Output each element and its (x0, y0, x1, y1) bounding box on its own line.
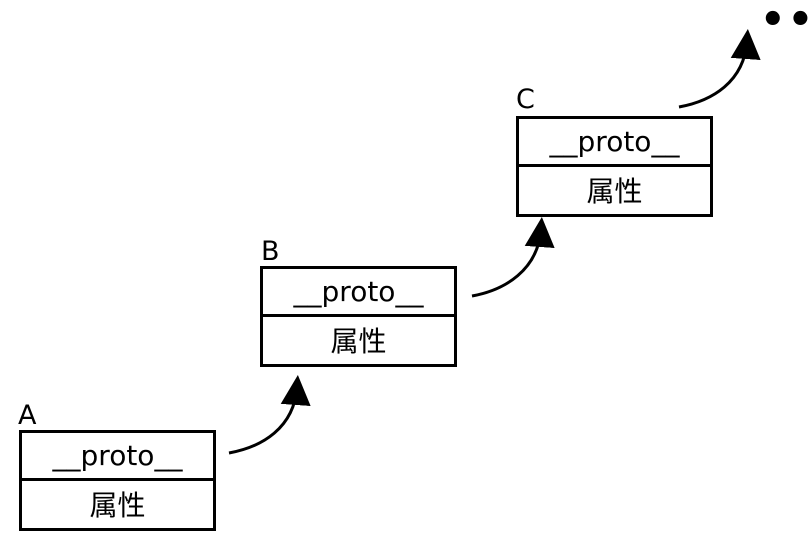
object-c-box: __proto__ 属性 (516, 116, 713, 217)
object-c-proto: __proto__ (519, 119, 710, 167)
object-b-proto: __proto__ (263, 269, 454, 317)
object-c-props: 属性 (586, 175, 643, 209)
arrow-b-to-c (471, 217, 555, 298)
chain-continuation-ellipsis: ••• (760, 0, 810, 43)
object-a-proto: __proto__ (22, 433, 213, 481)
object-b-box: __proto__ 属性 (260, 266, 457, 367)
object-b-label: B (261, 236, 280, 267)
arrow-a-to-b (228, 375, 311, 455)
object-a-props: 属性 (89, 489, 146, 523)
object-c-label: C (516, 84, 535, 115)
object-a-box: __proto__ 属性 (19, 430, 216, 531)
arrow-c-to-next (678, 29, 761, 109)
object-b-props: 属性 (330, 325, 387, 359)
object-a-label: A (18, 400, 37, 431)
